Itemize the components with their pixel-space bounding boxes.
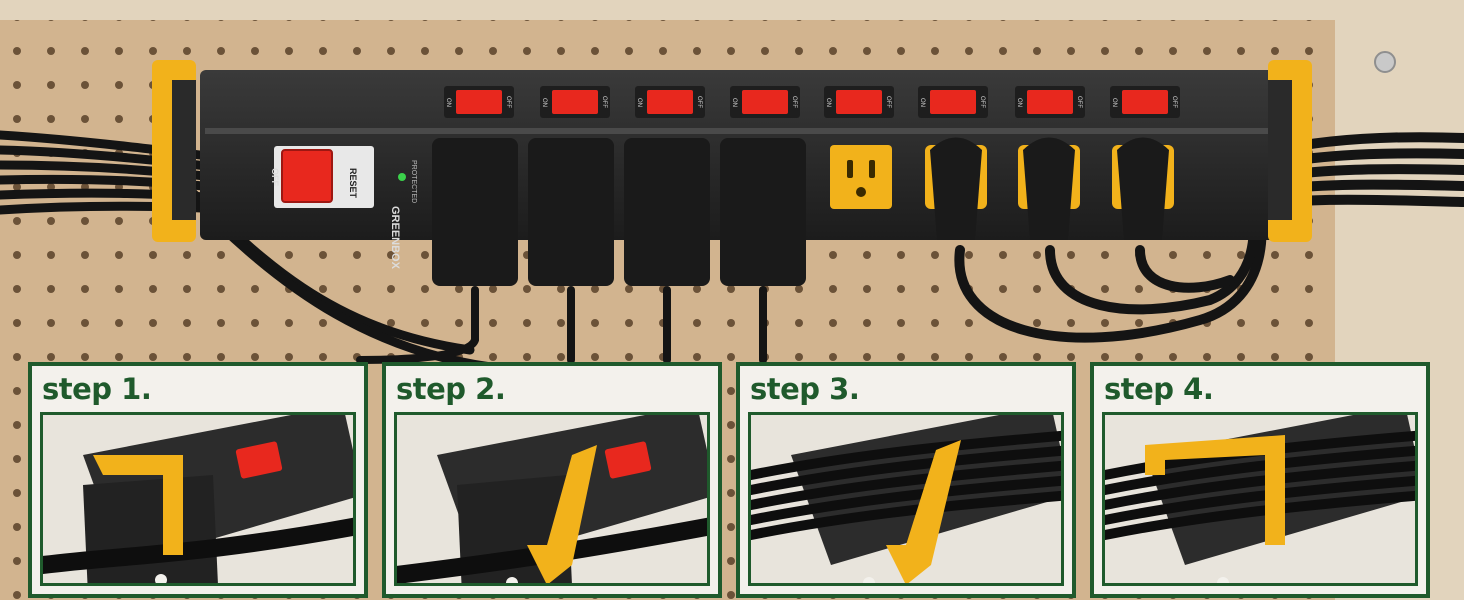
step-3-illustration xyxy=(748,412,1064,586)
adapter-plug[interactable] xyxy=(720,138,806,286)
outlet-rocker-switch[interactable]: ON OFF xyxy=(635,86,705,118)
outlet-slot xyxy=(847,160,853,178)
adapter-plug[interactable] xyxy=(624,138,710,286)
outlet-ground xyxy=(856,187,866,197)
step-label: step 2. xyxy=(396,372,506,406)
step-2-illustration xyxy=(394,412,710,586)
outlet-slot xyxy=(869,160,875,178)
outlet-rocker-switch[interactable]: ON OFF xyxy=(824,86,894,118)
switch-off-label: OFF xyxy=(505,96,511,108)
step-card-1: step 1. xyxy=(28,362,368,598)
outlet-rocker-switch[interactable]: ON OFF xyxy=(918,86,988,118)
switch-on-label: ON xyxy=(919,98,925,107)
protected-label: PROTECTED xyxy=(410,160,417,203)
step-card-3: step 3. xyxy=(736,362,1076,598)
left-bracket-slot xyxy=(172,80,196,220)
right-angle-plugs xyxy=(925,137,1174,241)
switch-off-label: OFF xyxy=(696,96,702,108)
switch-off-label: OFF xyxy=(601,96,607,108)
switch-on-label: ON xyxy=(825,98,831,107)
step-label: step 4. xyxy=(1104,372,1214,406)
switch-on-label: ON xyxy=(1111,98,1117,107)
reset-label: RESET xyxy=(348,168,358,199)
step-label: step 1. xyxy=(42,372,152,406)
switch-on-label: ON xyxy=(445,98,451,107)
switch-off-label: OFF xyxy=(1171,96,1177,108)
protected-led xyxy=(398,173,406,181)
adapter-plug[interactable] xyxy=(432,138,518,286)
switch-on-label: ON xyxy=(731,98,737,107)
right-angle-plug[interactable] xyxy=(1117,137,1169,241)
outlet-rocker-switch[interactable]: ON OFF xyxy=(1015,86,1085,118)
outlet-rocker-switch[interactable]: ON OFF xyxy=(1110,86,1180,118)
strip-ridge xyxy=(205,128,1270,134)
off-label: OFF xyxy=(270,168,280,186)
master-reset-switch[interactable] xyxy=(281,149,333,203)
right-angle-plug[interactable] xyxy=(930,137,982,241)
step-card-2: step 2. xyxy=(382,362,722,598)
adapter-plug[interactable] xyxy=(528,138,614,286)
step-4-illustration xyxy=(1102,412,1418,586)
switch-on-label: ON xyxy=(541,98,547,107)
mounting-screw xyxy=(1374,51,1396,73)
switch-off-label: OFF xyxy=(791,96,797,108)
switch-row: ON OFF ON OFF ON OFF ON OFF ON OFF ON OFF ON OFF ON OFF xyxy=(444,86,1180,118)
adapter-plugs xyxy=(356,138,806,364)
right-angle-plug[interactable] xyxy=(1023,137,1075,241)
switch-off-label: OFF xyxy=(979,96,985,108)
switch-on-label: ON xyxy=(1016,98,1022,107)
empty-outlet[interactable] xyxy=(830,145,892,209)
step-1-illustration xyxy=(40,412,356,586)
step-label: step 3. xyxy=(750,372,860,406)
switch-off-label: OFF xyxy=(1076,96,1082,108)
outlet-rocker-switch[interactable]: ON OFF xyxy=(540,86,610,118)
step-card-4: step 4. xyxy=(1090,362,1430,598)
outlet-rocker-switch[interactable]: ON OFF xyxy=(730,86,800,118)
right-bracket-slot xyxy=(1268,80,1292,220)
brand-logo-text: GREENBOX xyxy=(389,206,401,270)
switch-on-label: ON xyxy=(636,98,642,107)
switch-off-label: OFF xyxy=(885,96,891,108)
outlet-rocker-switch[interactable]: ON OFF xyxy=(444,86,514,118)
